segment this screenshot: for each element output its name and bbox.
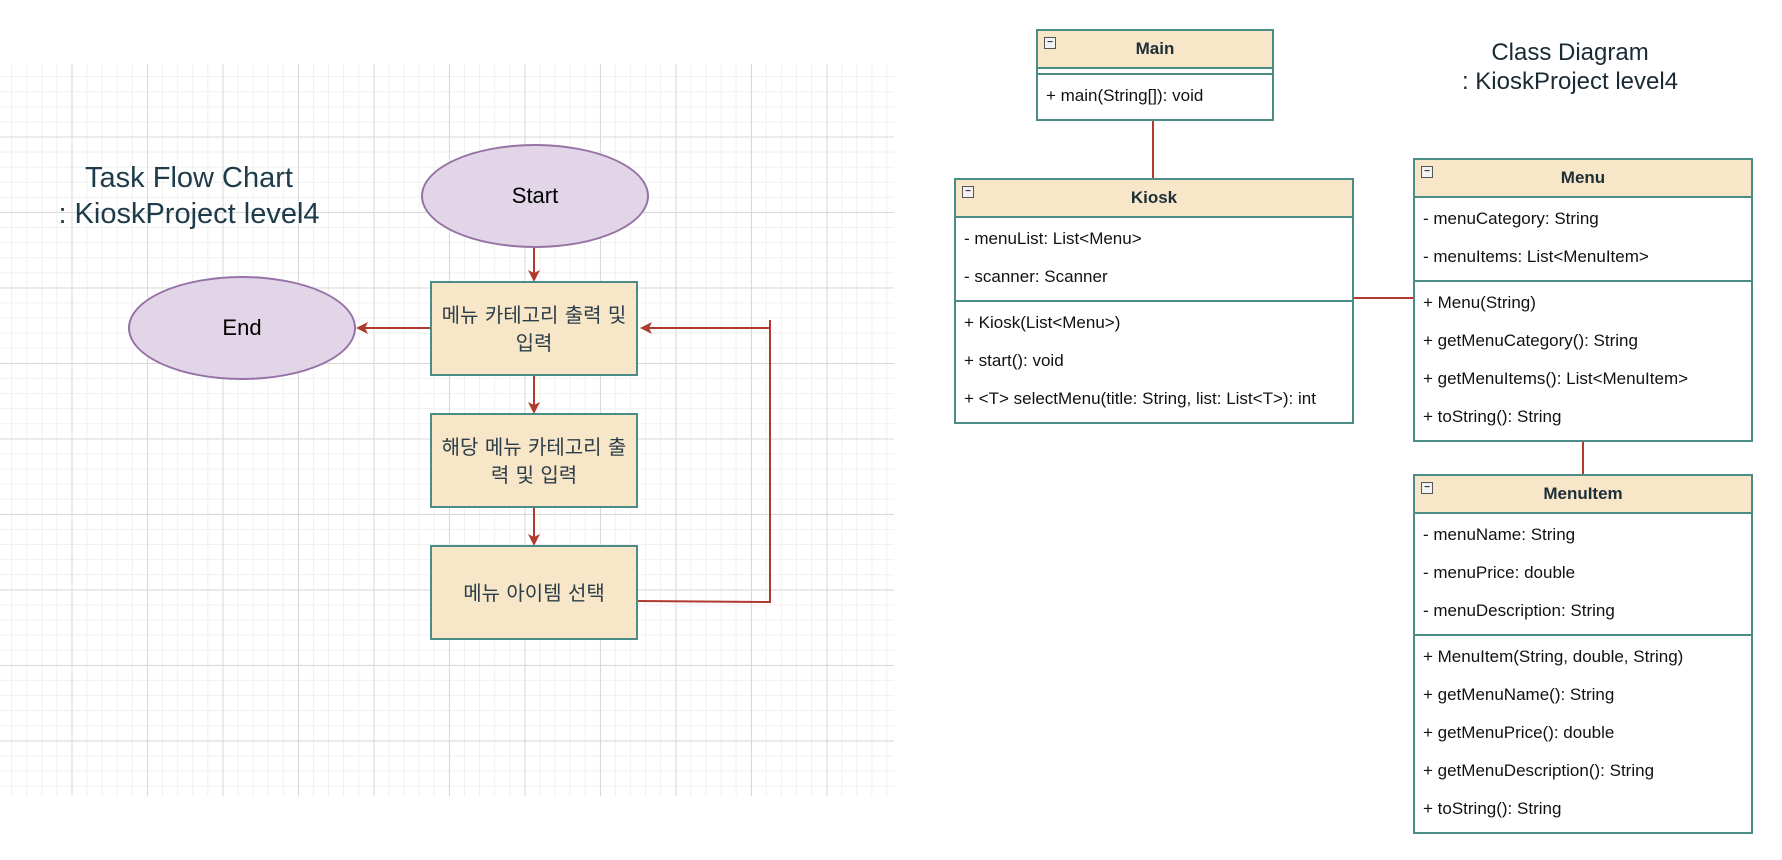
method-row: + getMenuItems(): List<MenuItem>	[1423, 369, 1689, 388]
field-row: - menuItems: List<MenuItem>	[1423, 247, 1649, 266]
class-kiosk-name: Kiosk	[1130, 188, 1178, 207]
start-terminal: Start	[421, 144, 649, 248]
method-row: + <T> selectMenu(title: String, list: Li…	[964, 389, 1316, 408]
process-step-menu-category: 메뉴 카테고리 출력 및 입력	[430, 281, 638, 376]
class-menu-methods: + Menu(String) + getMenuCategory(): Stri…	[1415, 282, 1751, 440]
method-row: + start(): void	[964, 351, 1064, 370]
method-row: + toString(): String	[1423, 407, 1562, 426]
class-menu-header: − Menu	[1415, 160, 1751, 198]
class-menu-fields: - menuCategory: String - menuItems: List…	[1415, 198, 1751, 282]
method-row: + Kiosk(List<Menu>)	[964, 313, 1121, 332]
process-step2-label: 해당 메뉴 카테고리 출력 및 입력	[441, 434, 627, 487]
class-main-fields	[1038, 69, 1272, 75]
class-diagram-title-line1: Class Diagram	[1491, 39, 1649, 66]
method-row: + getMenuPrice(): double	[1423, 723, 1615, 742]
class-kiosk: − Kiosk - menuList: List<Menu> - scanner…	[954, 178, 1354, 424]
class-kiosk-fields: - menuList: List<Menu> - scanner: Scanne…	[956, 218, 1352, 302]
end-terminal: End	[128, 276, 356, 380]
process-step-category-detail: 해당 메뉴 카테고리 출력 및 입력	[430, 413, 638, 508]
collapse-icon[interactable]: −	[1421, 166, 1433, 178]
field-row: - menuDescription: String	[1423, 601, 1615, 620]
class-diagram-title: Class Diagram : KioskProject level4	[1456, 38, 1684, 96]
method-row: + getMenuDescription(): String	[1423, 761, 1655, 780]
process-step-item-select: 메뉴 아이템 선택	[430, 545, 638, 640]
class-main: − Main + main(String[]): void	[1036, 29, 1274, 121]
class-menuitem-name: MenuItem	[1543, 484, 1623, 503]
field-row: - menuPrice: double	[1423, 563, 1576, 582]
field-row: - menuList: List<Menu>	[964, 229, 1142, 248]
method-row: + toString(): String	[1423, 799, 1562, 818]
collapse-icon[interactable]: −	[1044, 37, 1056, 49]
collapse-icon[interactable]: −	[962, 186, 974, 198]
method-row: + main(String[]): void	[1046, 86, 1204, 105]
process-step3-label: 메뉴 아이템 선택	[463, 580, 605, 605]
class-diagram-title-line2: : KioskProject level4	[1461, 68, 1679, 95]
class-menuitem-methods: + MenuItem(String, double, String) + get…	[1415, 636, 1751, 832]
flow-chart-title-line2: : KioskProject level4	[58, 198, 320, 230]
class-kiosk-header: − Kiosk	[956, 180, 1352, 218]
class-menuitem: − MenuItem - menuName: String - menuPric…	[1413, 474, 1753, 834]
class-menu-name: Menu	[1560, 168, 1606, 187]
process-step1-label: 메뉴 카테고리 출력 및 입력	[441, 302, 627, 355]
class-menu: − Menu - menuCategory: String - menuItem…	[1413, 158, 1753, 442]
start-label: Start	[511, 183, 559, 208]
class-main-header: − Main	[1038, 31, 1272, 69]
method-row: + Menu(String)	[1423, 293, 1536, 312]
field-row: - scanner: Scanner	[964, 267, 1108, 286]
class-main-methods: + main(String[]): void	[1038, 75, 1272, 119]
flow-chart-title: Task Flow Chart : KioskProject level4	[56, 160, 322, 232]
class-menuitem-header: − MenuItem	[1415, 476, 1751, 514]
field-row: - menuCategory: String	[1423, 209, 1599, 228]
method-row: + MenuItem(String, double, String)	[1423, 647, 1684, 666]
method-row: + getMenuCategory(): String	[1423, 331, 1638, 350]
class-main-name: Main	[1135, 39, 1175, 58]
collapse-icon[interactable]: −	[1421, 482, 1433, 494]
class-menuitem-fields: - menuName: String - menuPrice: double -…	[1415, 514, 1751, 636]
flow-chart-title-line1: Task Flow Chart	[85, 162, 293, 194]
end-label: End	[222, 315, 262, 340]
method-row: + getMenuName(): String	[1423, 685, 1615, 704]
field-row: - menuName: String	[1423, 525, 1576, 544]
class-kiosk-methods: + Kiosk(List<Menu>) + start(): void + <T…	[956, 302, 1352, 422]
